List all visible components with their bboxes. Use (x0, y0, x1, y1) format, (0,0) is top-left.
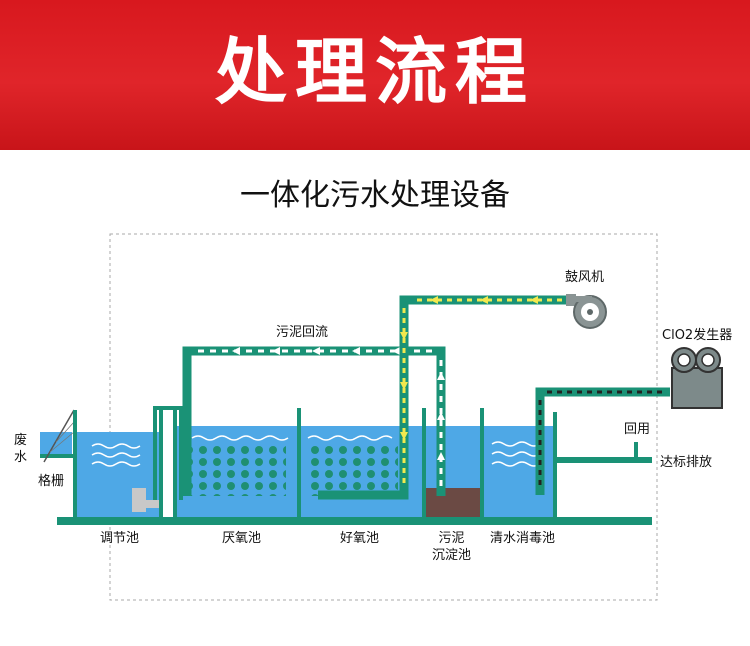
label-wastewater: 废 水 (14, 433, 28, 465)
label-clo2-generator: ClO2发生器 (662, 328, 733, 343)
label-anoxic-tank: 厌氧池 (222, 531, 262, 546)
label-blower: 鼓风机 (565, 270, 605, 285)
diagram-title: 一体化污水处理设备 (240, 178, 510, 213)
label-sludge-return: 污泥回流 (276, 325, 329, 340)
header-banner: 处理流程 (0, 0, 750, 150)
label-sludge-tank: 污泥 沉淀池 (432, 531, 472, 563)
anoxic-bubbles (190, 446, 286, 496)
sludge-layer (424, 488, 480, 517)
label-aerobic-tank: 好氧池 (340, 531, 380, 546)
base-plate (57, 517, 652, 525)
label-grille: 格栅 (38, 474, 65, 489)
grille-screen (43, 409, 75, 463)
label-disinfection-tank: 清水消毒池 (490, 531, 556, 546)
frame-border (109, 233, 658, 601)
blower-icon (566, 294, 607, 329)
label-reuse: 回用 (624, 422, 651, 437)
label-regulating-tank: 调节池 (100, 531, 140, 546)
clo2-generator-icon (671, 347, 723, 409)
aerobic-bubbles (306, 446, 398, 496)
label-discharge: 达标排放 (660, 455, 713, 470)
inlet-channel (40, 432, 72, 456)
lift-pump (132, 488, 146, 512)
dosing-pipe (535, 387, 670, 495)
banner-title: 处理流程 (214, 30, 535, 114)
transfer-pipe (153, 406, 183, 500)
